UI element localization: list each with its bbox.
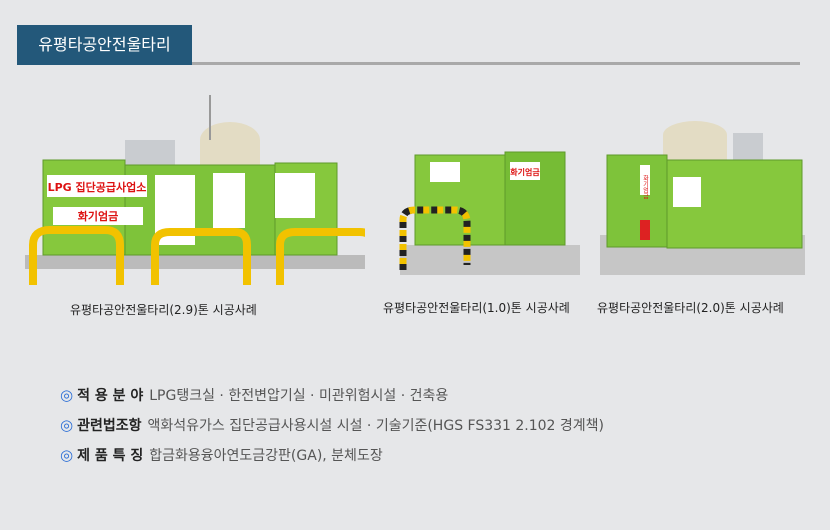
photo-fence-2-0-ton: 화기엄금 bbox=[600, 121, 805, 275]
double-circle-icon: ◎ bbox=[60, 386, 74, 404]
sign-no-fire: 화기엄금 bbox=[78, 209, 118, 223]
title-divider bbox=[192, 62, 800, 65]
sign-no-fire: 화기엄금 bbox=[510, 167, 540, 177]
caption-2-0-ton: 유평타공안전울타리(2.0)톤 시공사례 bbox=[597, 301, 784, 315]
section-title: 유평타공안전울타리 bbox=[17, 25, 192, 65]
double-circle-icon: ◎ bbox=[60, 446, 74, 464]
sign-no-fire: 화기엄금 bbox=[642, 175, 649, 199]
photo-fence-1-0-ton: 화기엄금 bbox=[399, 151, 580, 275]
sign-lpg: LPG 집단공급사업소 bbox=[48, 180, 147, 194]
caption-2-9-ton: 유평타공안전울타리(2.9)톤 시공사례 bbox=[70, 303, 257, 317]
caption-1-0-ton: 유평타공안전울타리(1.0)톤 시공사례 bbox=[383, 301, 570, 315]
photo-fence-2-9-ton: LPG 집단공급사업소 화기엄금 bbox=[25, 95, 365, 290]
double-circle-icon: ◎ bbox=[60, 416, 74, 434]
